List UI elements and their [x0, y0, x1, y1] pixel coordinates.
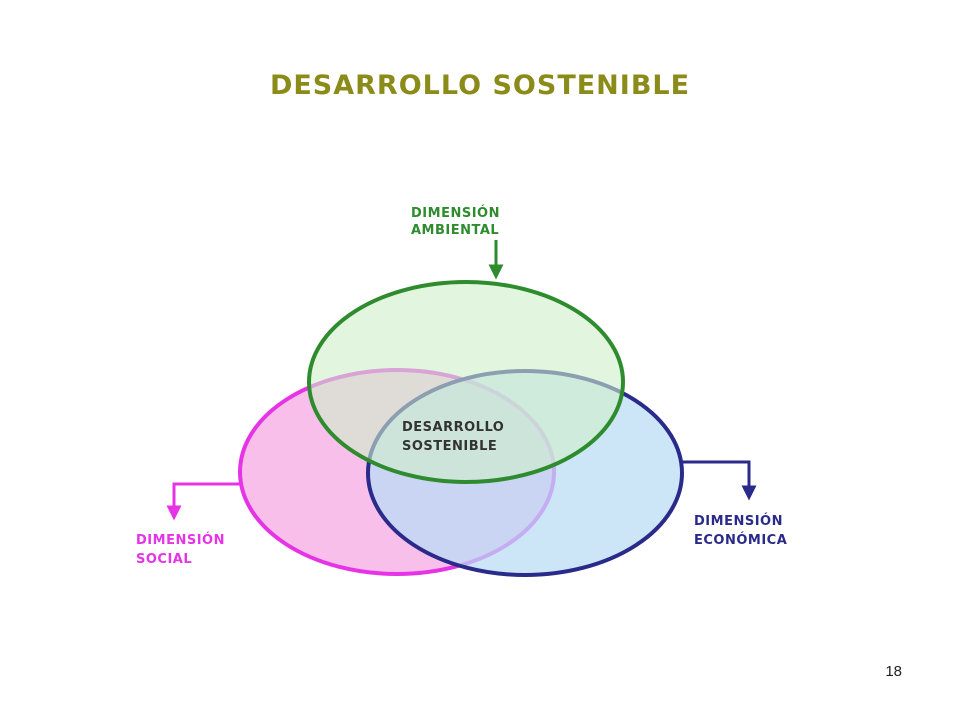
social-label-line2: SOCIAL	[136, 552, 192, 567]
environmental-label-line2: AMBIENTAL	[411, 223, 499, 238]
economic-label-line2: ECONÓMICA	[694, 532, 787, 548]
center-label-line2: SOSTENIBLE	[402, 439, 497, 454]
page-number: 18	[885, 663, 902, 680]
environmental-dimension-ellipse	[307, 280, 625, 484]
slide-title: DESARROLLO SOSTENIBLE	[269, 70, 691, 101]
environmental-label-line1: DIMENSIÓN	[411, 205, 500, 221]
social-arrow	[166, 482, 241, 521]
economic-arrow	[682, 460, 757, 501]
economic-label-line1: DIMENSIÓN	[694, 513, 783, 529]
social-label-line1: DIMENSIÓN	[136, 532, 225, 548]
center-label-line1: DESARROLLO	[402, 420, 504, 435]
